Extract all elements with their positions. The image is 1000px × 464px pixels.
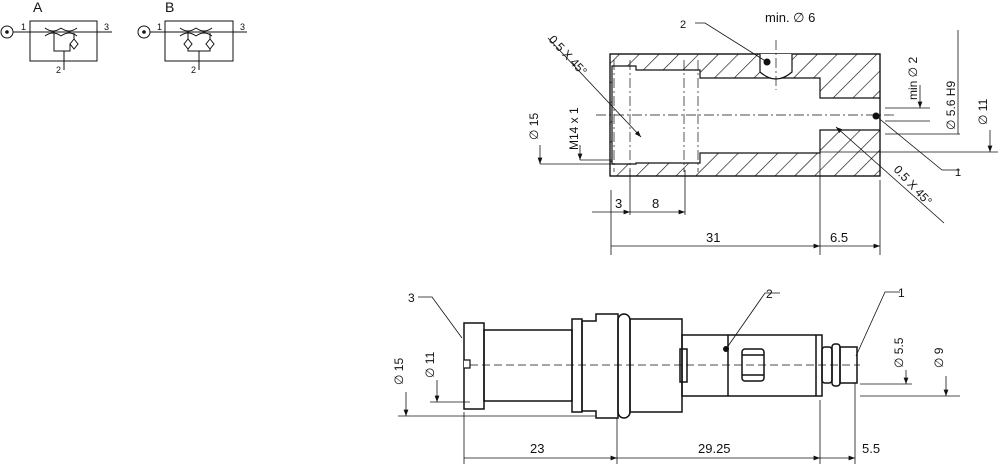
dim-m14: M14 x 1 <box>567 107 581 150</box>
symbol-a-port3: 3 <box>104 22 109 32</box>
dim-d11: ∅ 11 <box>976 98 990 125</box>
symbol-b-port3: 3 <box>240 22 245 32</box>
symbol-a-port2: 2 <box>56 65 61 75</box>
side-dim-d15: ∅ 15 <box>392 358 406 385</box>
valve-symbol-a <box>0 20 112 70</box>
dim-min-d2: min ∅ 2 <box>906 57 920 100</box>
chamfer-left-label: 0.5 X 45° <box>546 32 590 78</box>
side-dim-d11: ∅ 11 <box>423 351 437 378</box>
dim-d56-h9: ∅ 5.6 H9 <box>944 81 958 130</box>
side-view <box>463 313 858 419</box>
symbol-a-label: A <box>33 0 43 15</box>
symbol-b-port1: 1 <box>157 22 162 32</box>
side-callout-3: 3 <box>408 291 415 305</box>
symbol-b-label: B <box>165 0 174 15</box>
side-dim-d5-5: ∅ 5.5 <box>892 337 906 368</box>
side-dim-29-25: 29.25 <box>698 441 731 456</box>
section-dimension-lines <box>537 22 998 255</box>
dim-31: 31 <box>706 230 720 245</box>
side-dim-5-5: 5.5 <box>862 441 880 456</box>
dim-3: 3 <box>615 196 622 211</box>
min-d6-label: min. ∅ 6 <box>765 10 815 25</box>
dim-d15: ∅ 15 <box>527 113 541 140</box>
section-view <box>596 40 895 177</box>
side-callout-1: 1 <box>898 286 905 300</box>
side-dimension-lines <box>398 291 960 464</box>
chamfer-right-label: 0.5 X 45° <box>891 162 935 208</box>
side-callout-2: 2 <box>766 287 773 301</box>
dim-8: 8 <box>652 196 659 211</box>
valve-symbol-b <box>137 20 247 70</box>
slot-notch <box>464 359 471 369</box>
callout-2: 2 <box>680 19 686 31</box>
symbol-b-port2: 2 <box>191 65 196 75</box>
symbol-a-port1: 1 <box>21 22 26 32</box>
dim-6-5: 6.5 <box>830 230 848 245</box>
side-dim-d9: ∅ 9 <box>932 347 946 368</box>
callout-1: 1 <box>955 167 961 179</box>
side-dim-23: 23 <box>530 441 544 456</box>
